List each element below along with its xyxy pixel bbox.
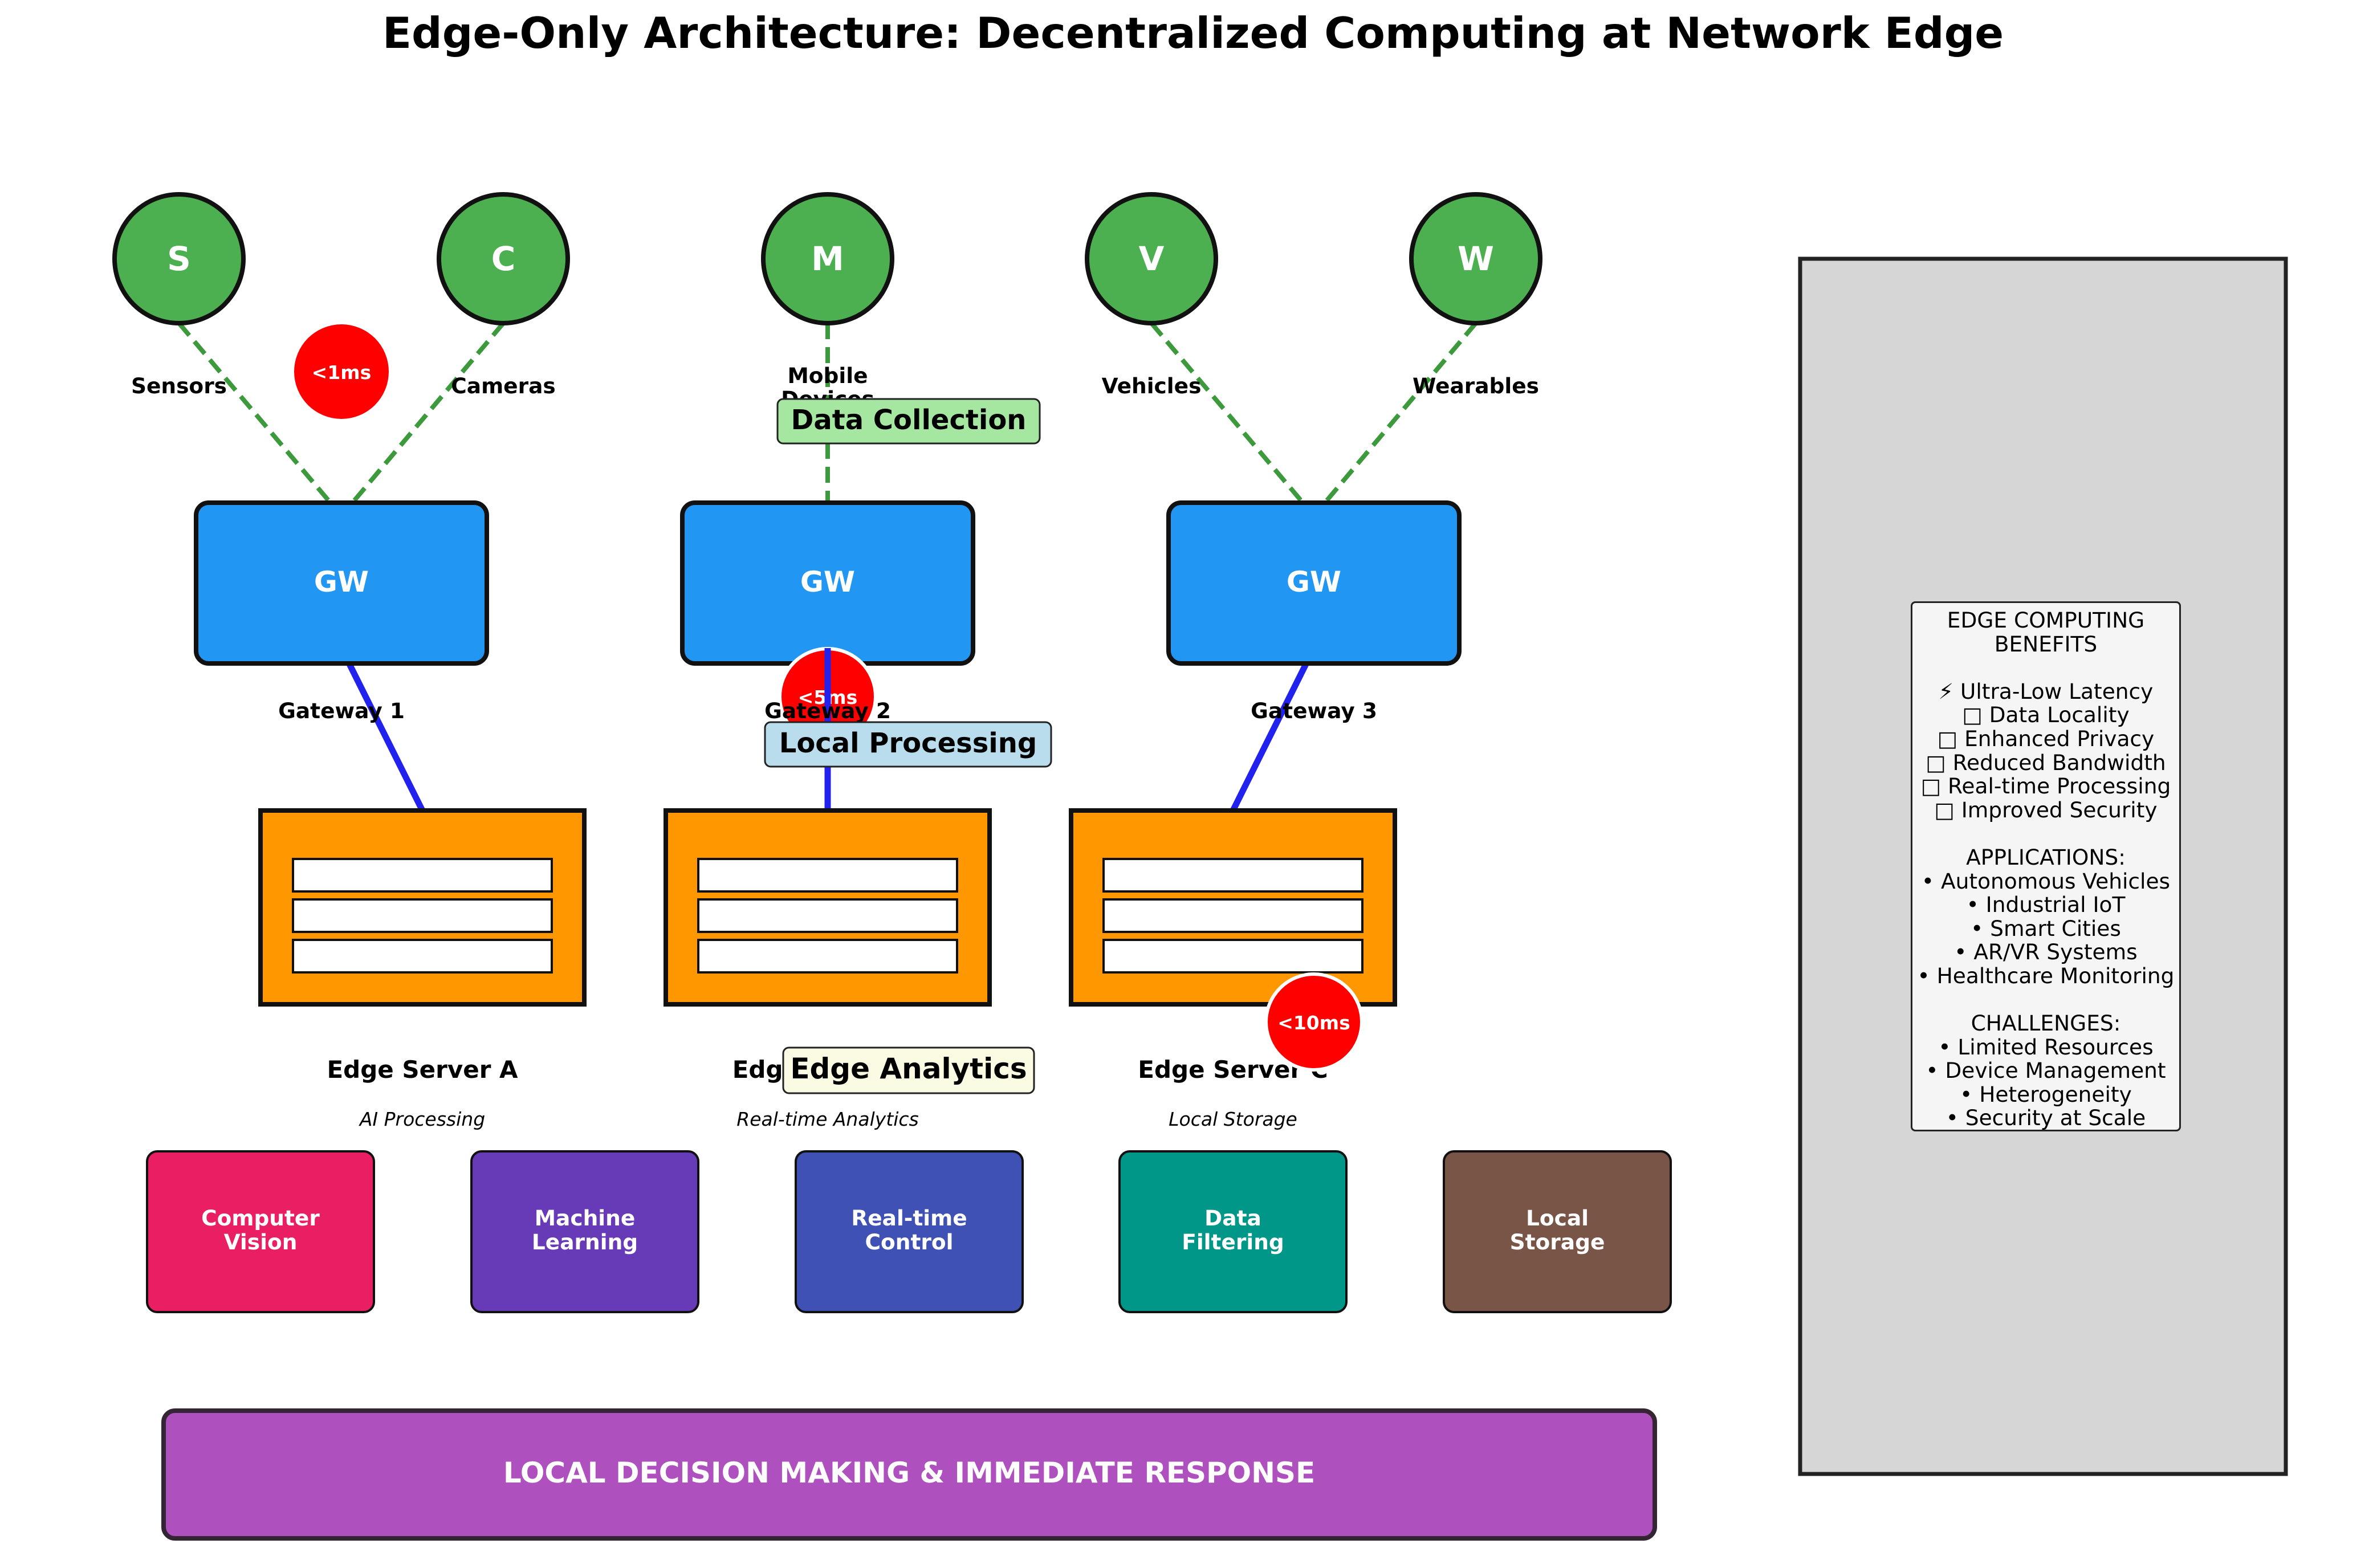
latency-badge-circle — [1264, 972, 1363, 1072]
app-tile-label-line-1: Local — [1526, 1205, 1589, 1231]
edge-server-c[interactable]: Edge Server C Local Storage — [1069, 808, 1397, 1130]
server-role: AI Processing — [359, 1108, 485, 1130]
server-slot — [292, 939, 553, 974]
latency-badge-text: <10ms — [1277, 1012, 1350, 1034]
device-letter: V — [1139, 239, 1165, 278]
application-tiles: Computer Vision Machine Learning Real-ti… — [146, 1150, 1672, 1313]
diagram-title: Edge-Only Architecture: Decentralized Co… — [382, 8, 2004, 58]
app-tile-data-filtering[interactable]: Data Filtering — [1118, 1150, 1348, 1313]
device-circle — [1085, 192, 1218, 325]
gateways: GW Gateway 1 GW GW Gateway 3 — [194, 500, 1462, 723]
server-name: Edge Server A — [327, 1056, 518, 1084]
gateway-box-label: GW — [1287, 565, 1341, 598]
stage-label-edge-analytics: Edge Analytics — [782, 1046, 1035, 1094]
gateway-box — [194, 500, 489, 666]
link-cameras-gateway1 — [339, 321, 506, 518]
latency-badge-10ms: <10ms — [1264, 972, 1363, 1072]
device-node-mobile[interactable]: M Mobile Devices — [761, 192, 894, 412]
app-tile-local-storage[interactable]: Local Storage — [1443, 1150, 1672, 1313]
device-label: Sensors — [131, 373, 227, 398]
decision-bar-text: LOCAL DECISION MAKING & IMMEDIATE RESPON… — [503, 1456, 1315, 1489]
link-sensors-gateway1 — [177, 321, 344, 518]
stage-label-local-processing: Local Processing — [764, 721, 1052, 768]
edge-benefits-panel: EDGE COMPUTING BENEFITS ⚡ Ultra-Low Late… — [1911, 601, 2181, 1131]
latency-badge-text: <1ms — [312, 361, 372, 384]
app-tile-real-time-control[interactable]: Real-time Control — [795, 1150, 1024, 1313]
edge-servers: Edge Server A AI Processing Edge Server … — [258, 808, 1397, 1130]
device-label: Cameras — [451, 373, 555, 398]
decision-bar-box — [161, 1408, 1657, 1541]
server-slot — [1102, 939, 1363, 974]
app-tile-computer-vision[interactable]: Computer Vision — [146, 1150, 375, 1313]
server-slot — [1102, 858, 1363, 893]
latency-badge-1ms: <1ms — [294, 324, 389, 419]
app-tile-label-line-1: Data — [1204, 1205, 1261, 1231]
app-tile-box — [146, 1150, 375, 1313]
server-slot — [1102, 898, 1363, 933]
stage-label-data-collection: Data Collection — [776, 398, 1041, 445]
device-circle — [112, 192, 246, 325]
gateway-1[interactable]: GW Gateway 1 — [194, 500, 489, 723]
gateway-box-label: GW — [800, 565, 855, 598]
device-letter: M — [811, 239, 844, 278]
app-tile-label-line-2: Filtering — [1182, 1229, 1284, 1255]
link-vehicles-gateway3 — [1149, 321, 1316, 518]
stage-label-box — [776, 398, 1041, 445]
device-node-cameras[interactable]: C Cameras — [437, 192, 570, 398]
server-slot — [697, 939, 958, 974]
link-wearables-gateway3 — [1312, 321, 1478, 518]
device-node-sensors[interactable]: S Sensors — [112, 192, 246, 398]
server-role: Real-time Analytics — [736, 1108, 918, 1130]
edge-server-b[interactable]: Edge Server B Real-time Analytics — [664, 808, 992, 1130]
gateway-2[interactable]: GW — [680, 500, 975, 666]
stage-label-box — [764, 721, 1052, 768]
app-tile-label-line-2: Control — [865, 1229, 953, 1255]
stage-label-text: Local Processing — [779, 727, 1037, 759]
device-circle — [1409, 192, 1542, 325]
server-role: Local Storage — [1169, 1108, 1297, 1130]
stage-label-box — [782, 1046, 1035, 1094]
app-tile-label-line-2: Learning — [532, 1229, 638, 1255]
device-letter: S — [167, 239, 191, 278]
link-gateway1-server-a — [338, 645, 426, 814]
app-tile-box — [795, 1150, 1024, 1313]
app-tile-box — [1118, 1150, 1348, 1313]
edge-server-a[interactable]: Edge Server A AI Processing — [258, 808, 587, 1130]
device-circle — [761, 192, 894, 325]
device-label: Vehicles — [1102, 373, 1202, 398]
app-tile-box — [470, 1150, 699, 1313]
app-tile-label-line-1: Computer — [201, 1205, 320, 1231]
gateway-label: Gateway 2 — [764, 698, 891, 723]
device-letter: C — [491, 239, 516, 278]
latency-badge-circle — [294, 324, 389, 419]
app-tile-label-line-1: Real-time — [851, 1205, 967, 1231]
stage-label-text: Data Collection — [791, 404, 1027, 436]
link-gateway3-server-c — [1230, 645, 1317, 814]
gateway-label: Gateway 1 — [278, 698, 405, 723]
server-slot — [292, 858, 553, 893]
gateway-3[interactable]: GW Gateway 3 — [1166, 500, 1462, 723]
server-slot — [697, 898, 958, 933]
app-tile-box — [1443, 1150, 1672, 1313]
device-label-line-1: Mobile — [787, 363, 868, 388]
device-circle — [437, 192, 570, 325]
app-tile-machine-learning[interactable]: Machine Learning — [470, 1150, 699, 1313]
device-node-wearables[interactable]: W Wearables — [1409, 192, 1542, 398]
gateway-label: Gateway 3 — [1251, 698, 1377, 723]
gateway-box — [1166, 500, 1462, 666]
server-slot — [292, 898, 553, 933]
app-tile-label-line-1: Machine — [535, 1205, 636, 1231]
gateway-box-label: GW — [314, 565, 369, 598]
device-label: Wearables — [1413, 373, 1539, 398]
server-slot — [697, 858, 958, 893]
app-tile-label-line-2: Storage — [1510, 1229, 1605, 1255]
device-letter: W — [1458, 239, 1494, 278]
stage-label-text: Edge Analytics — [790, 1052, 1027, 1085]
device-node-vehicles[interactable]: V Vehicles — [1085, 192, 1218, 398]
app-tile-label-line-2: Vision — [224, 1229, 298, 1255]
decision-bar: LOCAL DECISION MAKING & IMMEDIATE RESPON… — [161, 1408, 1657, 1541]
